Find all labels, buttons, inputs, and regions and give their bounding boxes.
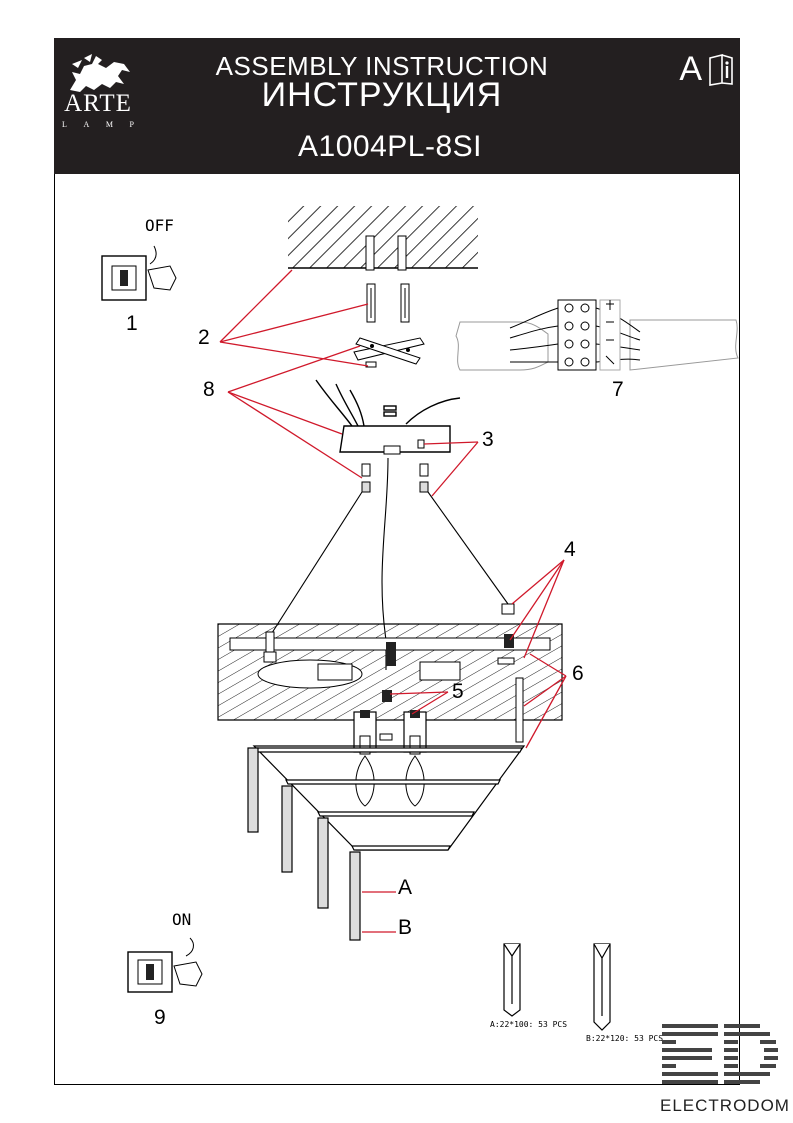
- brand-sub: L A M P: [62, 120, 134, 129]
- wall-anchors: [366, 283, 410, 323]
- model-number: A1004PL-8SI: [298, 130, 482, 163]
- callout-b: B: [398, 916, 413, 939]
- language-letter: A: [679, 50, 702, 88]
- brand-name: ARTE: [64, 90, 132, 117]
- crystal-b-icon: [593, 943, 611, 1031]
- callout-a: A: [398, 876, 413, 899]
- callout-8: 8: [203, 378, 215, 401]
- callout-2: 2: [198, 326, 210, 349]
- callout-7: 7: [612, 378, 624, 401]
- crystal-b-spec: B:22*120: 53 PCS: [586, 1034, 664, 1043]
- supply-wires: [315, 379, 461, 427]
- griffin-logo-icon: [70, 54, 130, 92]
- switch-on-icon: [127, 937, 203, 993]
- canopy: [339, 425, 451, 493]
- electrodom-logo-icon: [662, 1024, 778, 1084]
- crystal-a-icon: [503, 943, 521, 1017]
- callout-5: 5: [452, 680, 464, 703]
- callout-4: 4: [564, 538, 576, 561]
- crystal-a-spec: A:22*100: 53 PCS: [490, 1020, 568, 1029]
- brand-sub-letter: L: [62, 120, 67, 129]
- brand-sub-letter: M: [105, 120, 113, 129]
- callout-lines: [219, 269, 567, 933]
- step-9-number: 9: [154, 1006, 166, 1029]
- switch-off-label: OFF: [145, 216, 174, 235]
- title-english: ASSEMBLY INSTRUCTION: [215, 51, 549, 81]
- title-russian: ИНСТРУКЦИЯ: [261, 76, 503, 114]
- callout-6: 6: [572, 662, 584, 685]
- switch-on-label: ON: [172, 910, 192, 929]
- lamp-holders: [353, 710, 427, 807]
- ceiling: [288, 206, 478, 271]
- header-banner: ARTE L A M P ASSEMBLY INSTRUCTION ИНСТРУ…: [54, 38, 740, 174]
- info-book-icon: [709, 54, 733, 86]
- step-1-number: 1: [126, 312, 138, 335]
- brand-sub-letter: P: [129, 120, 134, 129]
- callout-3: 3: [482, 428, 494, 451]
- mounting-bracket: [353, 337, 425, 368]
- electrodom-watermark: ELECTRODOM: [660, 1096, 790, 1115]
- fixture-frame: [217, 603, 563, 743]
- crystal-tiers: [247, 745, 526, 941]
- brand-sub-letter: A: [83, 120, 90, 129]
- wire-connector-block: [455, 299, 739, 371]
- switch-off-icon: [101, 245, 177, 301]
